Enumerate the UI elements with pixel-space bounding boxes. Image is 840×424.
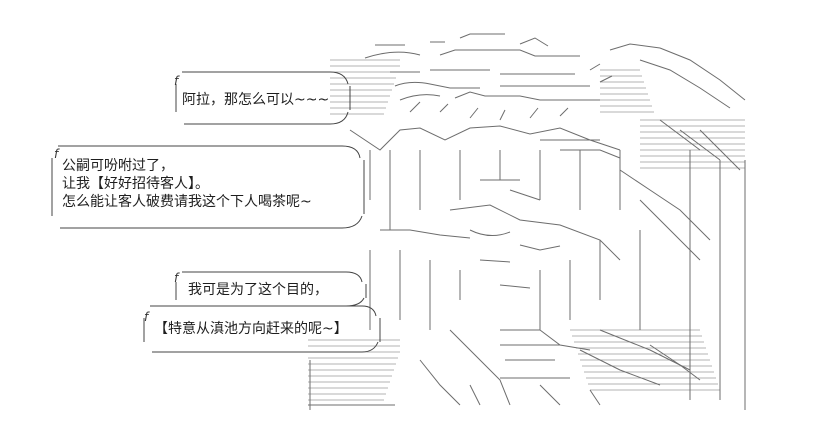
bubble-tail-mark: f xyxy=(174,74,179,88)
speech-bubble-2: f 公嗣可吩咐过了， 让我【好好招待客人】。 怎么能让客人破费请我这个下人喝茶呢… xyxy=(54,147,362,211)
bubble-1-line-1: 阿拉，那怎么可以~~~ xyxy=(182,92,330,108)
bubble-tail-mark: f xyxy=(54,147,59,161)
bubble-4-line-1: 【特意从滇池方向赶来的呢~】 xyxy=(154,321,348,337)
bubble-2-line-2: 让我【好好招待客人】。 xyxy=(62,176,209,192)
bubble-2-line-1: 公嗣可吩咐过了， xyxy=(62,158,174,174)
hat-outline xyxy=(364,33,746,121)
body-outline xyxy=(308,150,746,410)
bubble-frame-2 xyxy=(51,145,365,229)
bubble-tail-mark: f xyxy=(144,310,149,324)
hair-outline xyxy=(349,119,741,261)
speech-bubble-1: f 阿拉，那怎么可以~~~ xyxy=(174,74,342,118)
bubble-frame-4 xyxy=(143,305,381,353)
speech-bubble-3: f 我可是为了这个目的， xyxy=(174,271,358,299)
bubble-3-line-1: 我可是为了这个目的， xyxy=(188,282,328,298)
bubble-tail-mark: f xyxy=(174,271,179,285)
bubble-frame-1 xyxy=(175,71,351,125)
speech-bubble-4: f 【特意从滇池方向赶来的呢~】 xyxy=(144,310,374,338)
bubble-2-line-3: 怎么能让客人破费请我这个下人喝茶呢~ xyxy=(62,194,312,210)
hatching-shading xyxy=(308,59,745,401)
